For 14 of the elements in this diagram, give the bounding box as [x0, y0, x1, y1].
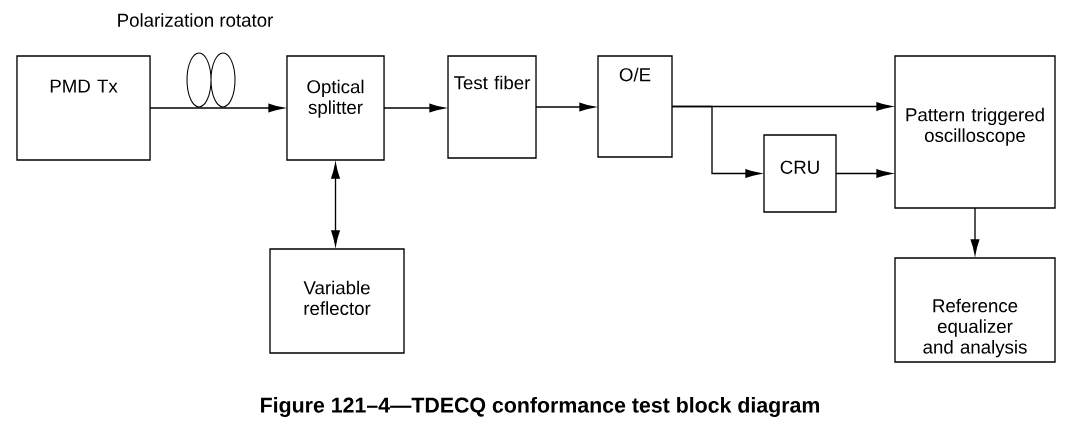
block-box: Pattern triggered oscilloscope	[894, 55, 1056, 209]
block-box: Optical splitter	[286, 55, 385, 161]
figure-caption: Figure 121–4—TDECQ conformance test block diagram	[261, 397, 820, 417]
block-box: Variable reflector	[269, 248, 405, 354]
component-label: Polarization rotator	[118, 13, 273, 27]
arrow	[970, 207, 980, 255]
arrow	[535, 102, 595, 112]
block-box: O/E	[597, 55, 673, 158]
block-box: CRU	[763, 134, 837, 213]
arrow	[383, 103, 445, 113]
block-box: PMD Tx	[16, 55, 151, 161]
block-box: Test fiber	[447, 55, 537, 159]
block-box: Reference equalizer and analysis	[894, 257, 1056, 363]
arrow	[149, 103, 284, 113]
